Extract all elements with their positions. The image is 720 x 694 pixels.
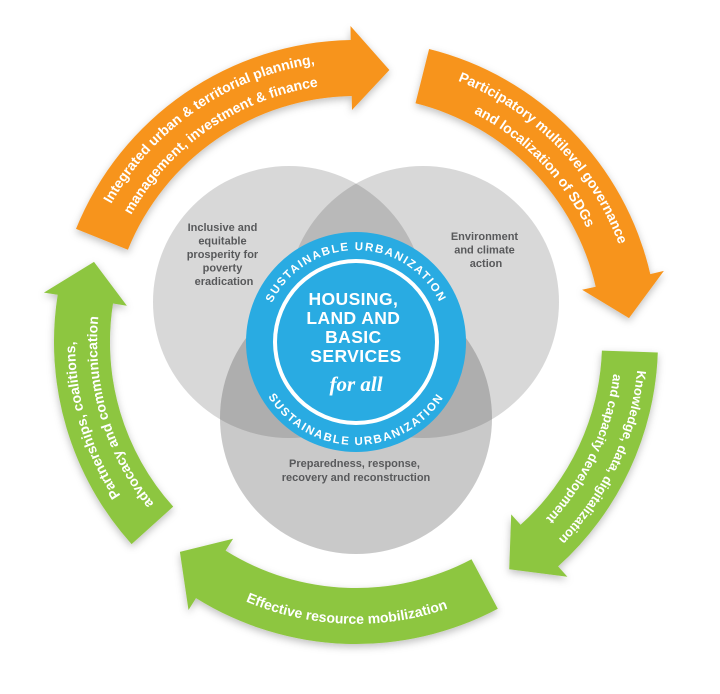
environment-label-line: Environment bbox=[451, 231, 519, 243]
arrow-knowledge-data bbox=[509, 350, 658, 577]
center-title-line-3: BASIC bbox=[325, 327, 381, 347]
arrow-resource-mobilization bbox=[179, 538, 498, 645]
center-title-line-4: SERVICES bbox=[310, 346, 401, 366]
prosperity-label-line: prosperity for bbox=[187, 249, 259, 261]
arrow-partnerships bbox=[43, 261, 174, 545]
preparedness-label-line: Preparedness, response, bbox=[289, 458, 420, 470]
center-title: HOUSING, LAND AND BASIC SERVICES bbox=[306, 289, 405, 366]
core: SUSTAINABLE URBANIZATION SUSTAINABLE URB… bbox=[246, 232, 466, 452]
prosperity-label-line: poverty bbox=[203, 263, 244, 275]
preparedness-label-line: recovery and reconstruction bbox=[282, 472, 431, 484]
arrow-participatory-governance bbox=[415, 49, 664, 319]
environment-label-line: action bbox=[470, 258, 503, 270]
center-title-line-2: LAND AND bbox=[306, 308, 400, 328]
prosperity-label: Inclusive and equitable prosperity for p… bbox=[187, 222, 262, 288]
center-disc bbox=[277, 263, 435, 421]
prosperity-label-line: Inclusive and bbox=[188, 222, 258, 234]
prosperity-label-line: eradication bbox=[195, 276, 254, 288]
arrow-integrated-planning bbox=[76, 26, 390, 250]
center-title-line-1: HOUSING, bbox=[309, 289, 399, 309]
preparedness-label: Preparedness, response, recovery and rec… bbox=[282, 458, 431, 484]
center-tagline: for all bbox=[329, 372, 382, 396]
prosperity-label-line: equitable bbox=[198, 236, 246, 248]
venn-labels: Inclusive and equitable prosperity for p… bbox=[187, 222, 521, 484]
environment-label: Environment and climate action bbox=[451, 231, 521, 270]
environment-label-line: and climate bbox=[454, 245, 515, 257]
